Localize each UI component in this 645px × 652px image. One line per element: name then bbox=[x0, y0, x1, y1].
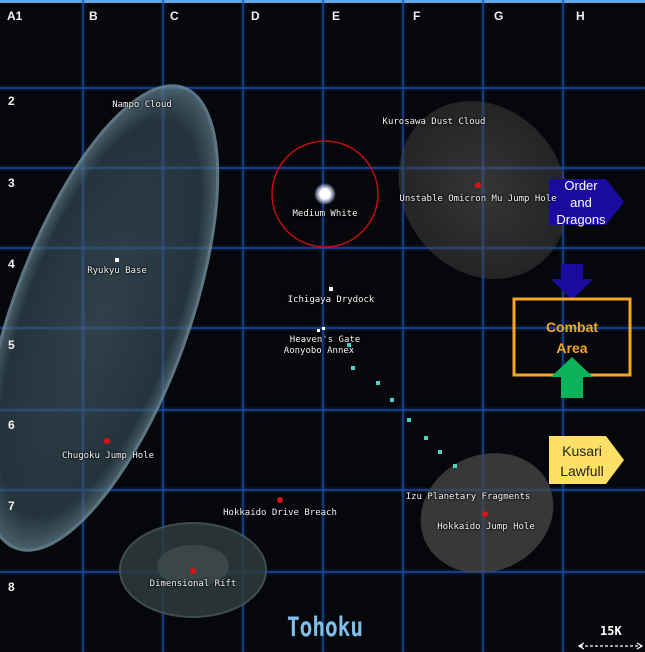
kusari-line-2: Lawfull bbox=[560, 463, 604, 479]
system-title: Tohoku bbox=[286, 612, 364, 643]
label-chugoku-jump-hole: Chugoku Jump Hole bbox=[61, 451, 155, 461]
order-line-3: Dragons bbox=[556, 212, 606, 227]
grid-row-8: 8 bbox=[8, 580, 15, 594]
label-unstable-omicron: Unstable Omicron Mu Jump Hole bbox=[399, 194, 557, 204]
hokkaido-jump-hole-marker[interactable] bbox=[482, 511, 488, 517]
kusari-line-1: Kusari bbox=[562, 443, 602, 459]
label-ryukyu-base: Ryukyu Base bbox=[87, 266, 147, 276]
label-hokkaido-jump-hole: Hokkaido Jump Hole bbox=[437, 522, 535, 532]
grid-col-e: E bbox=[332, 9, 341, 23]
order-and-dragons-text: Order and Dragons bbox=[549, 177, 613, 228]
label-heavens-gate: Heaven's Gate bbox=[289, 335, 361, 345]
order-line-1: Order bbox=[564, 178, 598, 193]
grid-col-h: H bbox=[576, 9, 585, 23]
ryukyu-base-marker[interactable] bbox=[115, 258, 119, 262]
grid-col-f: F bbox=[413, 9, 421, 23]
grid-col-c: C bbox=[170, 9, 179, 23]
grid-row-3: 3 bbox=[8, 176, 15, 190]
label-nampo-cloud: Nampo Cloud bbox=[112, 100, 172, 110]
scale-bar bbox=[577, 642, 644, 650]
order-and-dragons-arrow bbox=[549, 179, 624, 225]
grid-row-5: 5 bbox=[8, 338, 15, 352]
grid-col-d: D bbox=[251, 9, 260, 23]
chugoku-jump-hole-marker[interactable] bbox=[104, 438, 110, 444]
blue-down-arrow bbox=[551, 264, 593, 300]
combat-area-text: Combat Area bbox=[515, 317, 629, 359]
grid-row-6: 6 bbox=[8, 418, 15, 432]
grid-col-g: G bbox=[494, 9, 504, 23]
combat-line-2: Area bbox=[556, 340, 588, 356]
nampo-cloud-nebula bbox=[0, 84, 220, 552]
scale-label: 15K bbox=[600, 624, 622, 638]
aonyobo-annex-marker[interactable] bbox=[317, 329, 320, 332]
grid-col-a1: A1 bbox=[7, 9, 23, 23]
grid-col-b: B bbox=[89, 9, 98, 23]
dimensional-rift-marker[interactable] bbox=[190, 568, 196, 574]
grid-row-7: 7 bbox=[8, 499, 15, 513]
label-medium-white: Medium White bbox=[292, 209, 358, 219]
grid-row-2: 2 bbox=[8, 94, 15, 108]
medium-white-star[interactable] bbox=[271, 140, 379, 248]
unstable-omicron-jump-hole-marker[interactable] bbox=[475, 182, 481, 188]
label-ichigaya-drydock: Ichigaya Drydock bbox=[287, 295, 375, 305]
label-kurosawa-dust-cloud: Kurosawa Dust Cloud bbox=[382, 117, 486, 127]
label-dimensional-rift: Dimensional Rift bbox=[149, 579, 237, 589]
label-aonyobo-annex: Aonyobo Annex bbox=[283, 346, 355, 356]
order-line-2: and bbox=[570, 195, 592, 210]
label-izu-fragments: Izu Planetary Fragments bbox=[405, 492, 531, 502]
ichigaya-drydock-marker[interactable] bbox=[329, 287, 333, 291]
kusari-lawfull-arrow bbox=[549, 436, 624, 484]
green-up-arrow bbox=[551, 357, 593, 398]
trade-lane bbox=[347, 343, 457, 468]
kusari-lawfull-text: Kusari Lawfull bbox=[549, 441, 615, 481]
label-hokkaido-drive-breach: Hokkaido Drive Breach bbox=[223, 508, 337, 518]
hokkaido-drive-breach-marker[interactable] bbox=[277, 497, 283, 503]
combat-line-1: Combat bbox=[545, 319, 599, 335]
grid-row-4: 4 bbox=[8, 257, 15, 271]
heavens-gate-marker[interactable] bbox=[322, 327, 325, 330]
kurosawa-dust-cloud bbox=[398, 101, 568, 279]
